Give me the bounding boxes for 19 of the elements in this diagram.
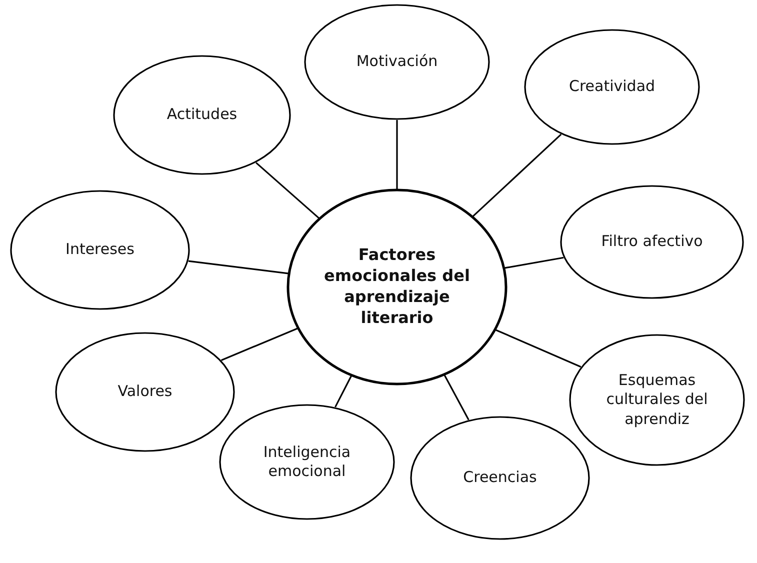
connector-line bbox=[504, 256, 564, 269]
node-label: Esquemas culturales del aprendiz bbox=[605, 370, 709, 430]
node-label: Inteligencia emocional bbox=[262, 442, 352, 482]
node-label: Motivación bbox=[356, 52, 438, 72]
node-label: Creatividad bbox=[568, 77, 656, 97]
connector-line bbox=[444, 374, 470, 420]
node-label: Creencias bbox=[463, 468, 537, 488]
node-label: Valores bbox=[118, 382, 172, 402]
central-label: Factores emocionales del aprendizaje literario bbox=[323, 245, 471, 329]
connector-line bbox=[334, 376, 352, 408]
connector-line bbox=[188, 260, 288, 274]
connector-line bbox=[221, 328, 298, 361]
connector-line bbox=[396, 120, 398, 189]
node-label: Intereses bbox=[66, 240, 134, 260]
connector-line bbox=[256, 162, 320, 219]
node-label: Actitudes bbox=[166, 105, 238, 125]
node-label: Filtro afectivo bbox=[601, 232, 703, 252]
connector-line bbox=[472, 134, 562, 217]
connector-line bbox=[496, 329, 582, 368]
